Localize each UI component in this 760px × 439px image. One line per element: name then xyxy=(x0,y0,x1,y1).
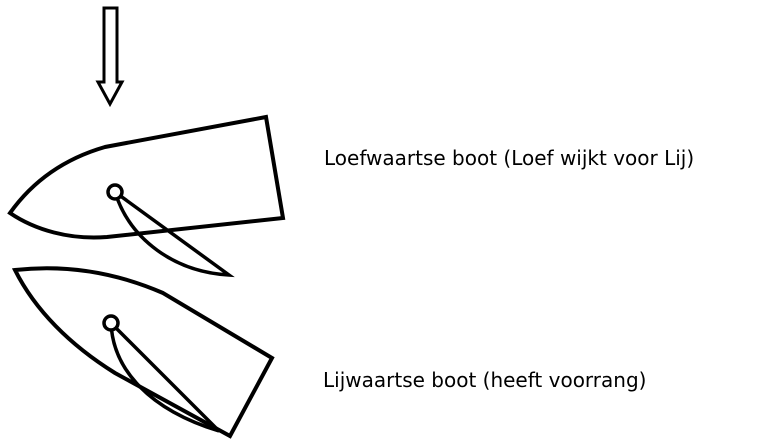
windward-boat-hull-icon xyxy=(7,114,286,240)
leeward-boat xyxy=(11,266,275,439)
windward-boat-sail-icon xyxy=(111,187,235,278)
leeward-boat-hull-icon xyxy=(11,266,275,439)
windward-boat-mast-icon xyxy=(106,183,124,201)
leeward-boat-mast-icon xyxy=(102,314,120,332)
leeward-boat-label: Lijwaartse boot (heeft voorrang) xyxy=(323,368,647,392)
windward-boat-label: Loefwaartse boot (Loef wijkt voor Lij) xyxy=(324,146,695,170)
wind-arrow-icon xyxy=(95,6,125,108)
leeward-boat-sail-icon xyxy=(109,318,221,433)
windward-boat xyxy=(7,114,286,278)
